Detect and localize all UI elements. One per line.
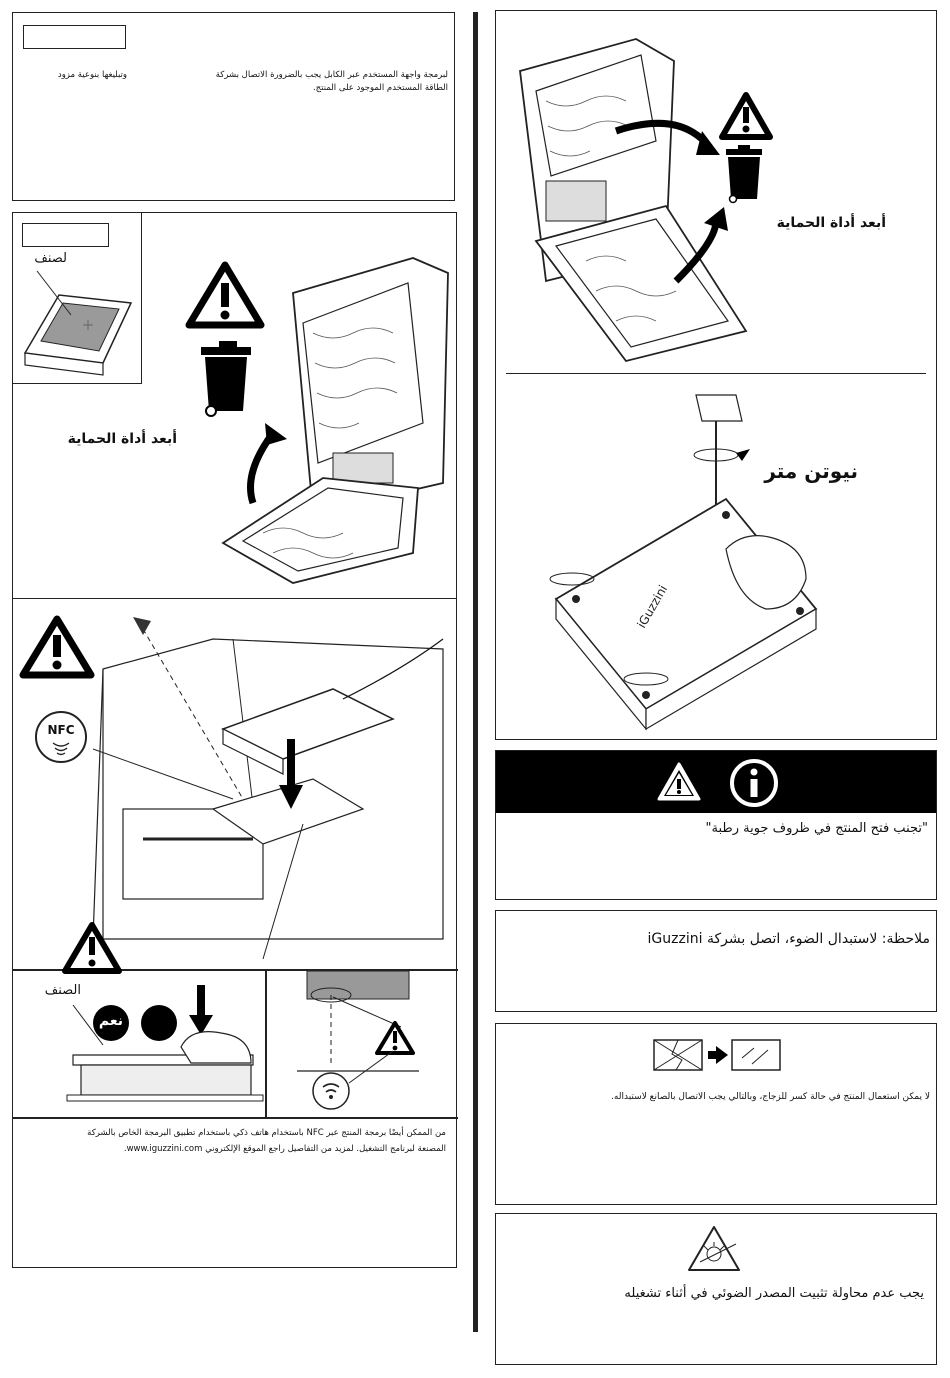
cable-text-left: وتبليغها بنوعية مزود [57,70,127,80]
broken-glass-text: لا يمكن استعمال المنتج في حالة كسر للزجا… [611,1092,930,1102]
class-inset: لصنف [13,213,142,384]
humidity-text: "تجنب فتح المنتج في ظروف جوية رطبة" [705,821,929,836]
column-divider [473,12,478,1332]
black-dot [141,1005,177,1041]
replace-light-box: ملاحظة: لاستبدال الضوء، اتصل بشركة iGuzz… [495,910,937,1012]
warning-triangle-icon [19,615,95,679]
warning-header [496,751,936,813]
warning-triangle-icon [62,922,122,974]
inner-divider [506,373,926,375]
light-source-warning-box: يجب عدم محاولة تثبيت المصدر الضوئي في أث… [495,1213,937,1365]
class-label: الصنف [44,983,81,998]
press-plate-drawing [66,985,264,1102]
label-rectangle [22,223,109,247]
warning-triangle-icon [185,261,265,329]
nfc-note-line2: المصنعة لبرنامج التشغيل. لمزيد من التفاص… [123,1144,446,1154]
warning-triangle-icon [657,762,701,801]
open-luminaire-drawing [221,257,449,584]
nfc-assembly-drawing [92,617,444,960]
class-plate-drawing [23,270,133,376]
cable-text-right: لبرمجة واجهة المستخدم عبر الكابل يجب بال… [215,70,448,80]
humidity-warning-box: "تجنب فتح المنتج في ظروف جوية رطبة" [495,750,937,900]
open-luminaire-drawing-2 [519,38,748,363]
yes-label: نعم [98,1013,124,1029]
inset-class-label: لصنف [34,251,67,266]
broken-glass-box: لا يمكن استعمال المنتج في حالة كسر للزجا… [495,1023,937,1205]
light-source-text: يجب عدم محاولة تثبيت المصدر الضوئي في أث… [624,1286,924,1301]
remove-protection-label: أبعد أداة الحماية [67,431,177,447]
yes-badge [93,1005,129,1041]
torque-screw-drawing: iGuzzini [549,394,818,731]
replace-light-text: ملاحظة: لاستبدال الضوء، اتصل بشركة iGuzz… [647,931,930,947]
cable-text-line2: الطاقة المستخدم الموجود على المنتج. [312,83,448,93]
remove-protection-label-2: أبعد أداة الحماية [776,215,886,231]
nfc-waves-icon [52,742,70,756]
warning-triangle-icon [719,92,773,140]
nfc-note-line1: من الممكن أيضًا برمجة المنتج عبر NFC باس… [87,1128,446,1138]
info-icon [730,759,778,807]
label-rectangle [23,25,126,49]
remove-protection-left-box: لصنف أبعد أداة الحماية [12,212,457,600]
nfc-badge [35,711,87,763]
broken-glass-icon [653,1039,781,1071]
sub-panel-divider-vertical [265,969,267,1117]
trash-bin-icon [201,341,251,417]
nfc-programming-box: NFC الصنف نعم [12,598,458,1268]
torque-label: نيوتن متر [764,459,858,483]
nfc-label: NFC [47,723,75,737]
hot-lamp-warning-icon [688,1226,740,1271]
trash-bin-icon [726,145,762,204]
nfc-position-drawing [297,970,419,1110]
cable-programming-box: لبرمجة واجهة المستخدم عبر الكابل يجب بال… [12,12,455,201]
remove-protection-right-box: أبعد أداة الحماية iGuzzini نيوتن متر [495,10,937,740]
sub-panel-divider [13,969,458,971]
note-divider [13,1117,458,1119]
